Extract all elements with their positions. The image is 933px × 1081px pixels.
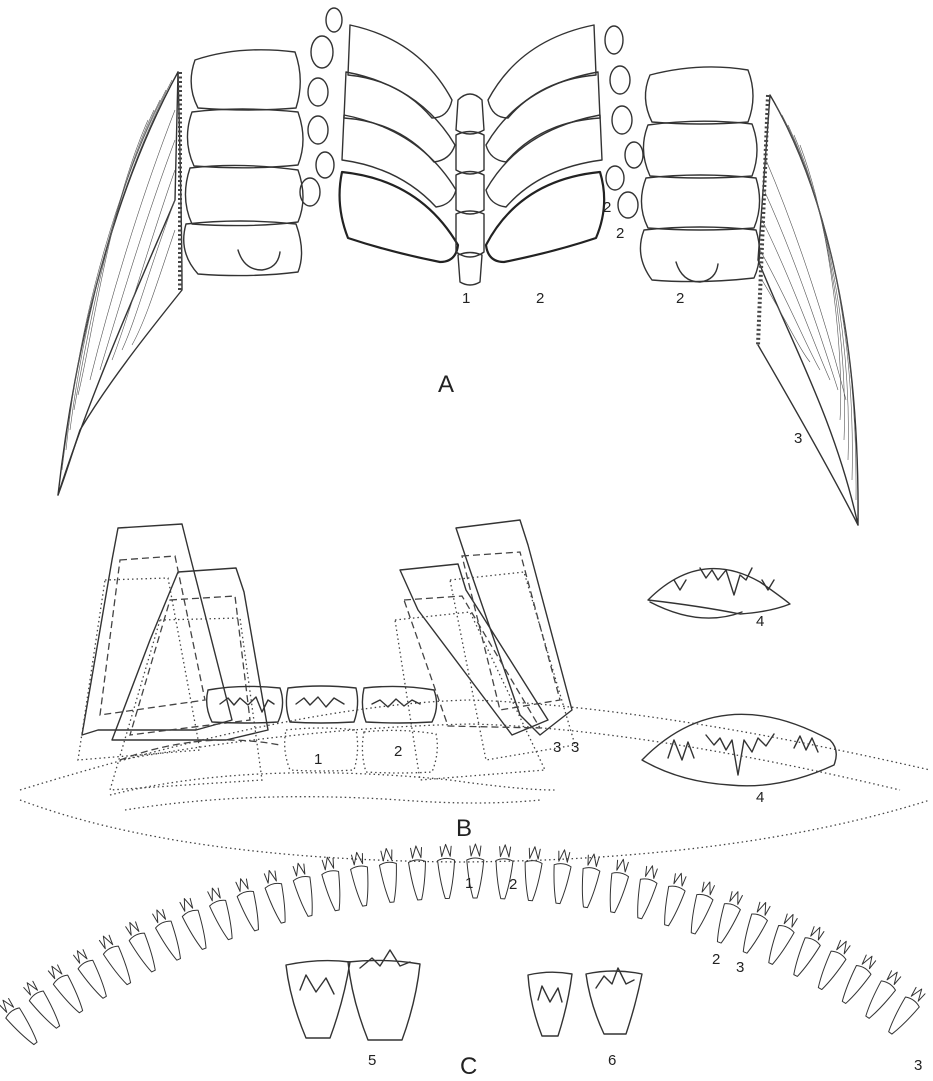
- panel-c-tooth: [658, 871, 689, 928]
- panel-a-label-2-lower: 2: [616, 225, 624, 242]
- panel-c-tooth: [149, 907, 186, 963]
- panel-c-label-3-far: 3: [914, 1057, 922, 1074]
- panel-c-tooth: [407, 845, 428, 900]
- panel-b-label-1: 1: [314, 751, 322, 768]
- panel-a-central-column: [456, 94, 484, 285]
- panel-c-tooth: [522, 846, 543, 901]
- panel-a-label-2-upper: 2: [603, 199, 611, 216]
- panel-c-tooth: [20, 978, 65, 1032]
- panel-c-tooth: [604, 858, 631, 914]
- panel-b-label-4-lower: 4: [756, 789, 764, 806]
- panel-b-label-3-right: 3: [571, 739, 579, 756]
- panel-c-tooth: [319, 856, 346, 912]
- panel-b-tooth-plate-drawing: [78, 520, 575, 810]
- panel-c-tooth: [176, 895, 212, 951]
- panel-c-label-3-mid: 3: [736, 959, 744, 976]
- panel-b-label-2: 2: [394, 743, 402, 760]
- panel-c-tooth: [122, 919, 161, 975]
- panel-c-tooth: [711, 889, 746, 946]
- panel-b-title: B: [456, 815, 472, 842]
- panel-c-label-2-center: 2: [509, 876, 517, 893]
- panel-a-right-lateral-blocks: [605, 26, 760, 282]
- panel-c-label-1: 1: [465, 875, 473, 892]
- panel-c-tooth: [883, 984, 928, 1038]
- panel-a-right-median-plates: [486, 25, 604, 262]
- panel-c-tooth: [204, 885, 238, 942]
- panel-a-title: A: [438, 371, 454, 398]
- panel-a-label-2-center: 2: [536, 290, 544, 307]
- panel-c-tooth: [737, 899, 773, 955]
- panel-a-label-3: 3: [794, 430, 802, 447]
- panel-c-tooth: [860, 967, 904, 1021]
- panel-a-left-median-plates: [340, 25, 458, 262]
- panel-c-tooth: [577, 853, 602, 909]
- panel-a-right-fan: [758, 95, 858, 525]
- panel-a-label-1: 1: [462, 290, 470, 307]
- panel-c-tooth: [290, 861, 319, 917]
- panel-c-label-5: 5: [368, 1052, 376, 1069]
- panel-c-tooth: [378, 848, 401, 904]
- panel-a-tooth-plate-drawing: [58, 8, 858, 525]
- panel-c-label-6: 6: [608, 1052, 616, 1069]
- panel-c-tooth: [45, 962, 88, 1017]
- panel-b-small-tooth-insets: [642, 568, 836, 786]
- panel-c-tooth: [763, 911, 801, 967]
- panel-c-tooth: [550, 849, 573, 905]
- panel-a-left-lateral-blocks: [184, 8, 342, 276]
- panel-c-tooth: [0, 995, 42, 1048]
- panel-c-tooth: [685, 879, 718, 936]
- panel-c-tooth: [261, 868, 291, 925]
- panel-c-label-2-right: 2: [712, 951, 720, 968]
- panel-a-label-2-right: 2: [676, 290, 684, 307]
- panel-b-label-3-left: 3: [553, 739, 561, 756]
- panel-c-tooth: [96, 932, 136, 988]
- panel-b-label-4-upper: 4: [756, 613, 764, 630]
- panel-a-left-fan: [58, 72, 182, 495]
- panel-c-tooth: [632, 864, 661, 920]
- panel-c-tooth: [232, 876, 264, 933]
- panel-c-tooth: [437, 844, 456, 899]
- panel-c-title: C: [460, 1053, 477, 1080]
